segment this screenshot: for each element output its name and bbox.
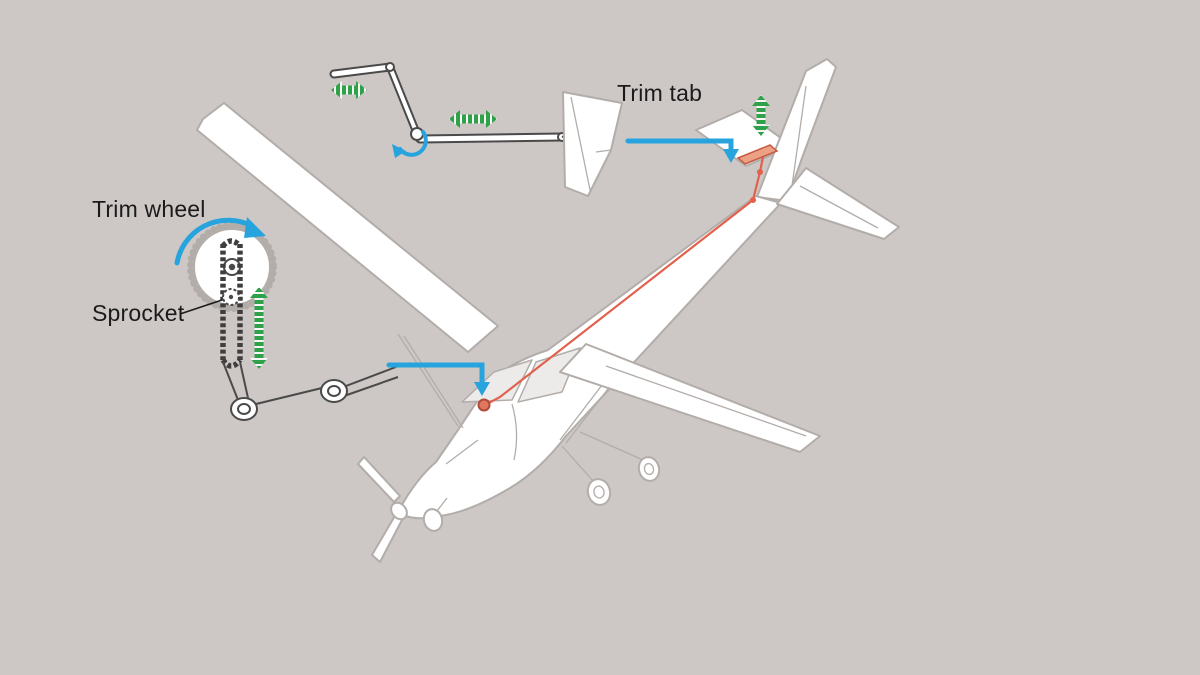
trim-tab-label: Trim tab (617, 80, 703, 106)
rudder-line (790, 85, 807, 194)
trim-tab-surface (736, 144, 779, 165)
right-stabilizer (776, 167, 900, 240)
trim-tab-linkage-detail (329, 62, 623, 197)
left-wing (196, 102, 499, 353)
rotation-arrow-trim-wheel (174, 217, 266, 266)
cockpit-trim-wheel-marker (477, 398, 491, 412)
sprocket-label: Sprocket (92, 300, 185, 326)
elevator-cross-section (562, 91, 623, 197)
trim-wheel-knurl (187, 222, 277, 312)
rotation-arrow-actuator (392, 130, 428, 158)
actuator-joint (410, 127, 424, 141)
side-window (517, 347, 581, 403)
spinner (390, 501, 408, 521)
elevator-line (799, 185, 879, 229)
motion-arrow-pushrod (449, 110, 497, 128)
cable-pulley (750, 197, 756, 203)
nose-wheel (422, 508, 444, 532)
cable-pulley (757, 169, 763, 175)
trim-wheel-label: Trim wheel (92, 196, 206, 222)
airplane (196, 58, 900, 563)
sprocket-leader-line (179, 299, 223, 315)
linkage-joint (385, 62, 395, 72)
main-wheel-left (586, 478, 612, 506)
trim-wheel-detail (179, 222, 399, 421)
pointer-arrow-cockpit-trim-wheel (386, 362, 490, 396)
cowl-seam (445, 439, 479, 465)
main-wheel-right (637, 456, 661, 482)
right-wing (559, 343, 821, 453)
motion-arrow-cable-forward (331, 81, 367, 99)
door-line (511, 403, 518, 461)
propeller (357, 456, 408, 563)
right-wing-flap-line (605, 365, 807, 437)
pointer-arrow-trim-tab (625, 138, 739, 163)
landing-gear (422, 431, 661, 532)
chain (220, 238, 243, 369)
cables-and-pulleys (222, 361, 399, 421)
